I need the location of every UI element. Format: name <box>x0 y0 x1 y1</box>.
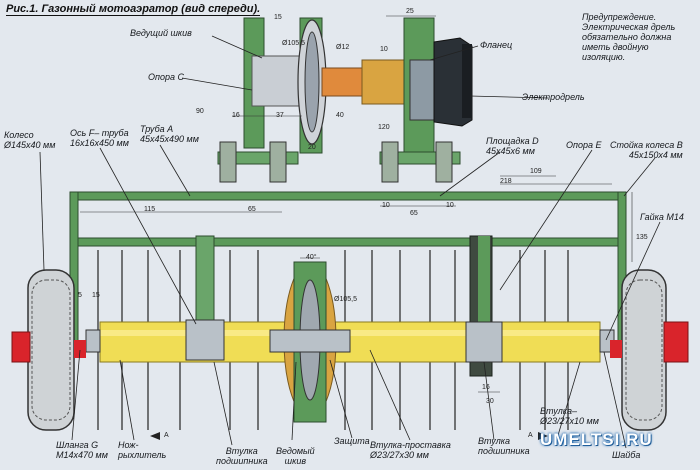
label-bearing-sleeve-2: Втулка подшипника <box>478 436 530 456</box>
dim-angle: 40° <box>306 254 317 261</box>
frame-tube-a <box>69 191 627 343</box>
dim-30: 30 <box>486 398 494 405</box>
dim-135: 135 <box>636 234 648 241</box>
section-a-left: А <box>164 432 169 439</box>
driven-pulley <box>269 261 351 423</box>
watermark: UMELTSI.RU <box>540 430 653 449</box>
dim-pulley-dia: Ø105,5 <box>282 40 305 47</box>
label-washer: Шайба <box>612 450 641 460</box>
label-driven-pulley: Ведомый шкив <box>276 446 315 466</box>
dim-109: 109 <box>530 168 542 175</box>
dim-10-right: 10 <box>446 202 454 209</box>
section-a-right: А <box>528 432 533 439</box>
dim-15-left: 15 <box>92 292 100 299</box>
dim-driven-dia: Ø105,5 <box>334 296 357 303</box>
dim-25: 25 <box>406 8 414 15</box>
figure-title: Рис.1. Газонный мотоаэратор (вид спереди… <box>6 3 261 16</box>
dim-65-left: 65 <box>248 206 256 213</box>
shaft-coupling <box>321 59 405 105</box>
label-bearing-sleeve-1: Втулка подшипника <box>216 446 268 466</box>
label-drill: Электродрель <box>522 92 585 102</box>
label-wheel-post-b: Стойка колеса B 45х150х4 мм <box>610 140 683 160</box>
flange <box>403 17 435 159</box>
label-rod-g: Шланга G М14х470 мм <box>56 440 108 460</box>
left-wheel <box>11 269 86 431</box>
dim-65-right: 65 <box>410 210 418 217</box>
dim-10-top: 10 <box>380 46 388 53</box>
label-guard: Защита <box>334 436 370 446</box>
label-support-c: Опора C <box>148 72 184 82</box>
dim-16-lower: 16 <box>482 384 490 391</box>
electric-drill <box>433 37 473 127</box>
dim-37: 37 <box>276 112 284 119</box>
warning-text: Предупреждение. Электрическая дрель обяз… <box>582 12 676 62</box>
section-markers <box>150 432 548 440</box>
dim-90: 90 <box>196 108 204 115</box>
dimension-lines <box>80 15 633 393</box>
dim-115: 115 <box>144 206 156 213</box>
dim-12: Ø12 <box>336 44 350 51</box>
label-drive-pulley: Ведущий шкив <box>130 28 192 38</box>
label-platform-d: Площадка D 45х45х6 мм <box>486 136 539 156</box>
label-axle-f: Ось F– труба 16х16х450 мм <box>70 128 129 148</box>
label-sleeve-small: Втулка– Ø23/27х10 мм <box>540 406 599 426</box>
left-bearing-support <box>185 235 225 361</box>
label-tube-a: Труба A 45х45х490 мм <box>140 124 199 144</box>
dim-15: 15 <box>274 14 282 21</box>
label-support-e: Опора E <box>566 140 602 150</box>
dim-40: 40 <box>336 112 344 119</box>
label-flange: Фланец <box>480 40 513 50</box>
upper-brackets <box>217 141 461 183</box>
dim-5: 5 <box>78 292 82 299</box>
leader-lines <box>39 35 661 449</box>
dim-20: 20 <box>308 144 316 151</box>
dim-16: 16 <box>232 112 240 119</box>
label-knife: Нож- рыхлитель <box>118 440 167 460</box>
right-support-e <box>465 235 503 377</box>
dim-120: 120 <box>378 124 390 131</box>
label-nut: Гайка М14 <box>640 212 684 222</box>
right-wheel <box>610 269 689 431</box>
label-spacer-sleeve: Втулка-проставка Ø23/27х30 мм <box>370 440 451 460</box>
dim-218: 218 <box>500 178 512 185</box>
dim-10-mid: 10 <box>382 202 390 209</box>
label-wheel: Колесо Ø145х40 мм <box>4 130 56 150</box>
